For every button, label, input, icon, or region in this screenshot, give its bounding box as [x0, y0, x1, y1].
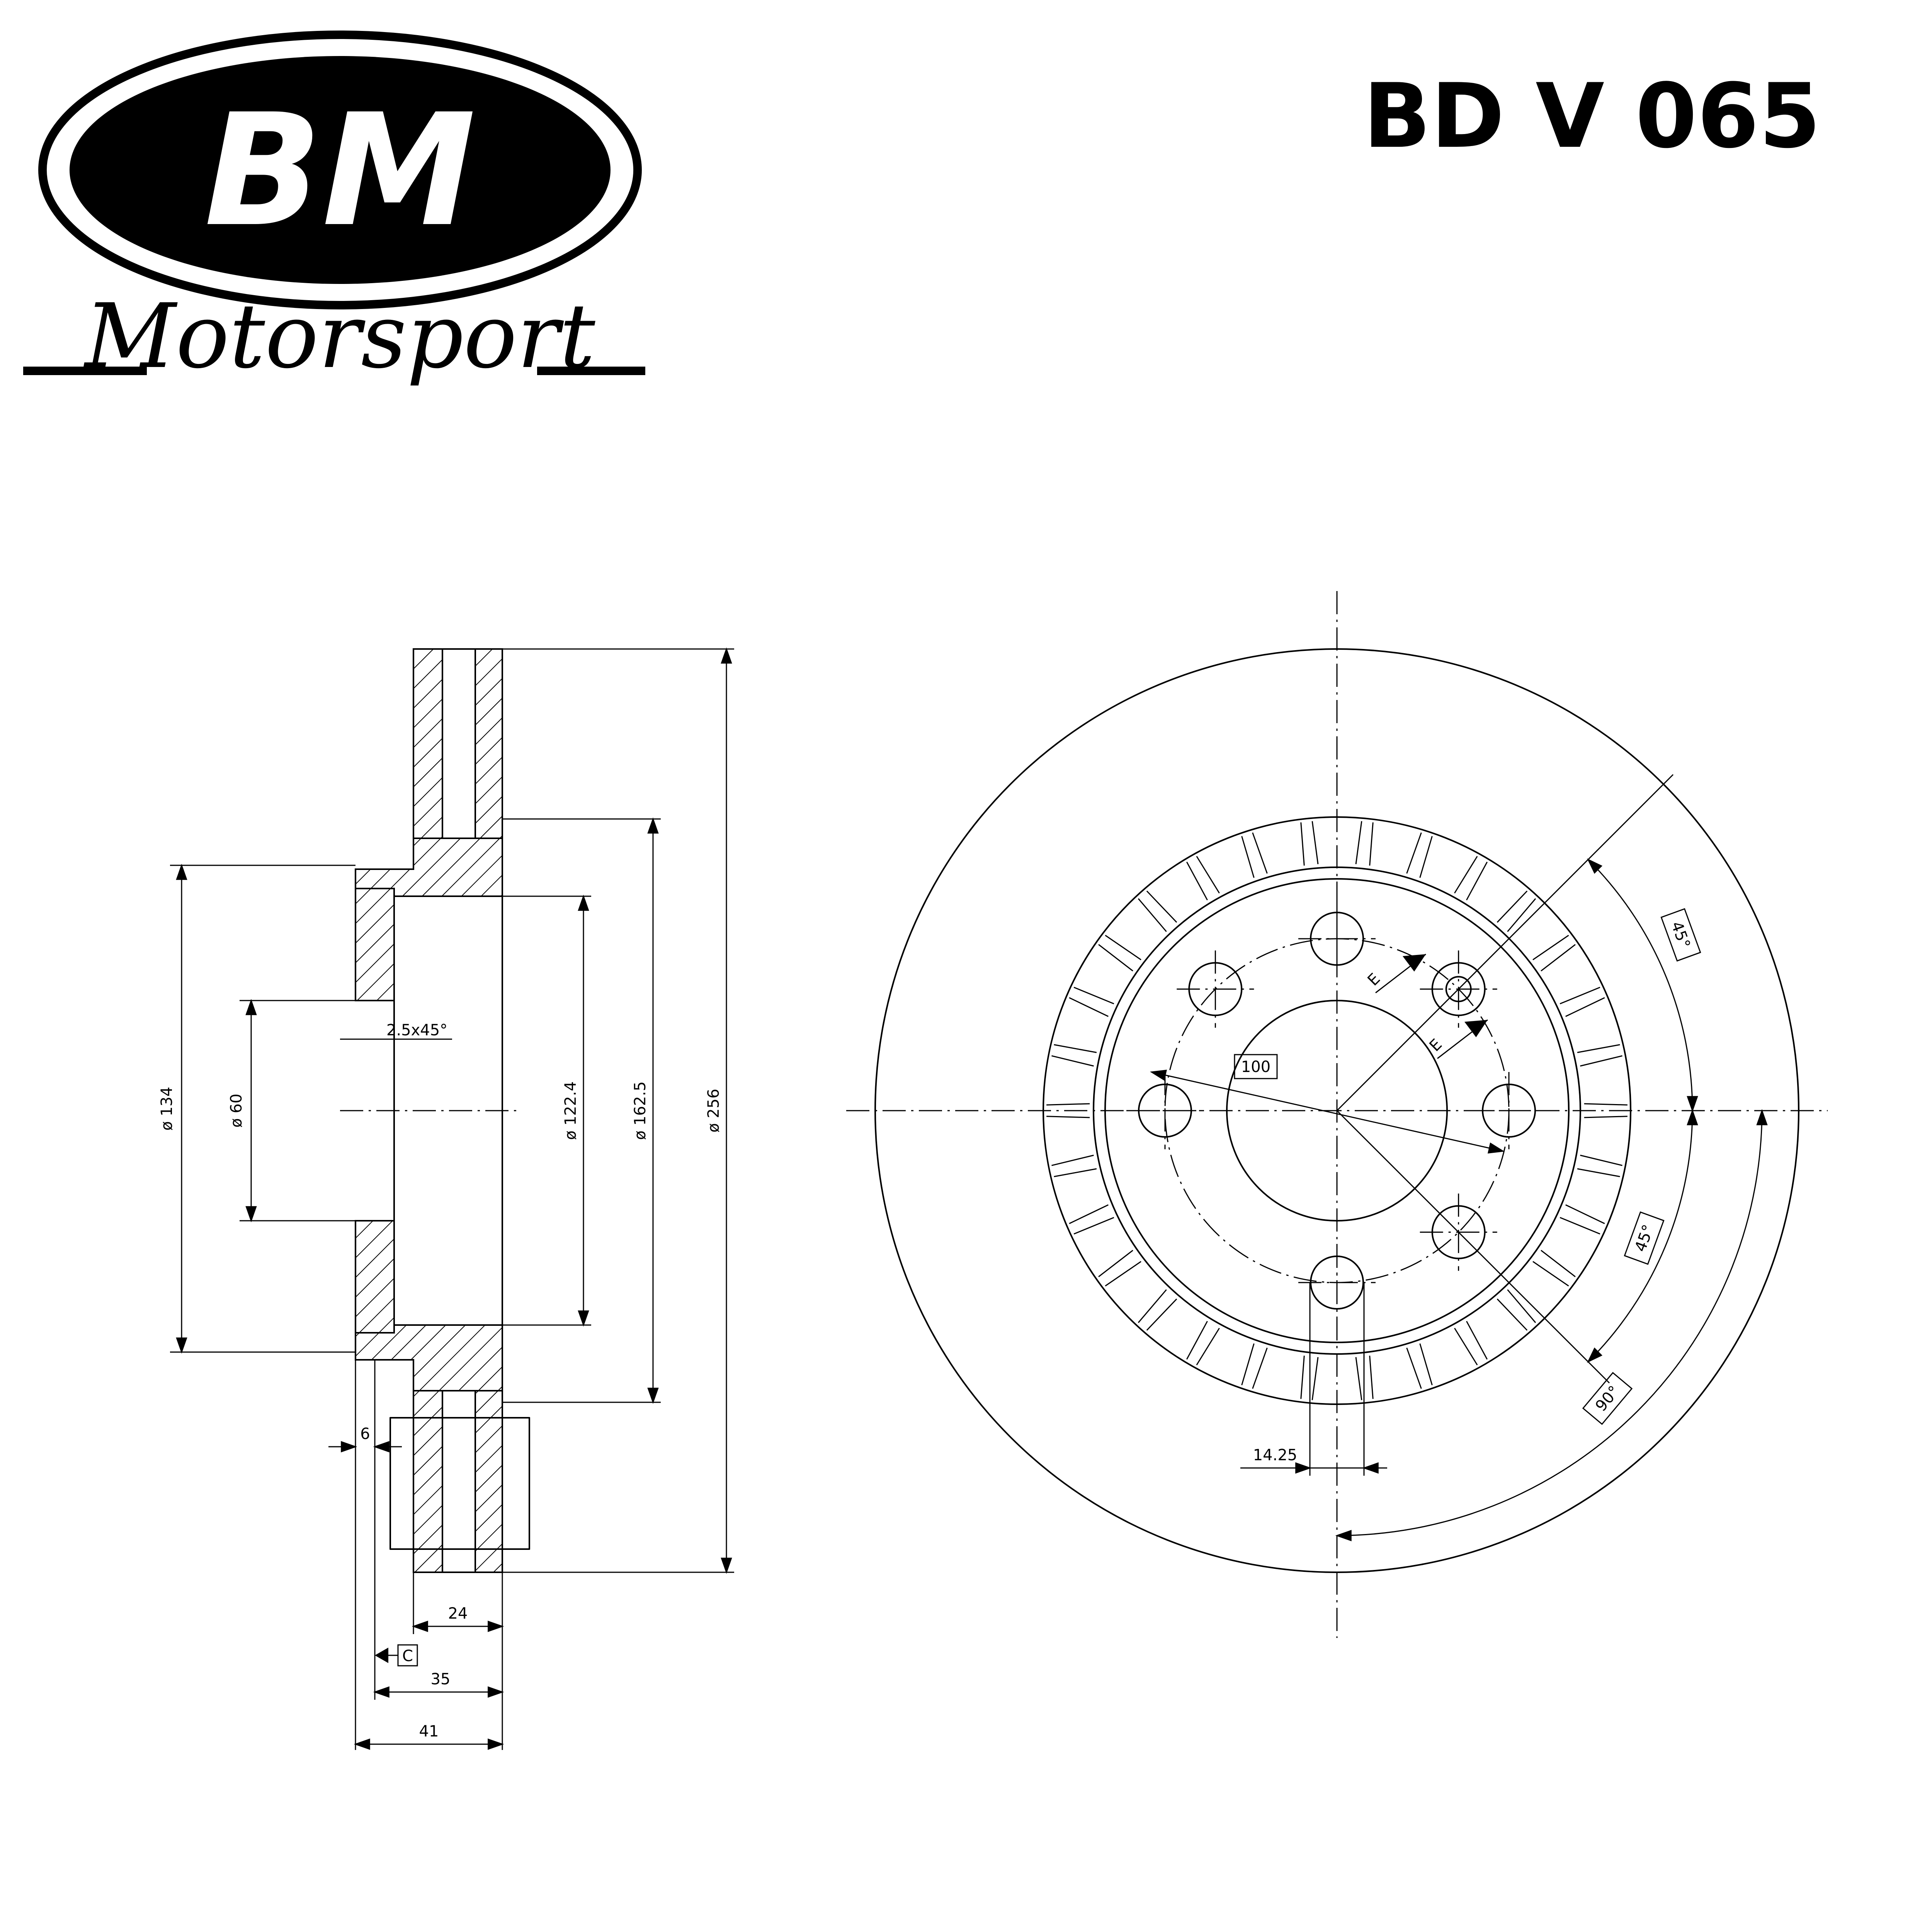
cooling-vane: [1454, 1321, 1488, 1366]
dim-6: 6: [328, 1425, 402, 1453]
dim-60: ø 60: [228, 999, 355, 1223]
dim-134: ø 134: [158, 863, 355, 1354]
cooling-vane: [1300, 1356, 1319, 1400]
hat-top: [355, 838, 503, 897]
dim-162-5: ø 162.5: [502, 817, 661, 1404]
dim-35: 35: [373, 1670, 504, 1698]
hub-wall-top: [355, 888, 395, 1001]
chamfer-note: 2.5x45°: [340, 1021, 452, 1040]
cooling-vane: [1560, 987, 1605, 1017]
svg-text:2.5x45°: 2.5x45°: [386, 1021, 447, 1039]
logo-brand-text: BM: [204, 81, 476, 261]
cooling-vane: [1355, 821, 1374, 866]
section-marker-e-2: E: [1426, 1019, 1488, 1059]
datum-c: C: [375, 1644, 418, 1667]
threaded-hole-inner: [1445, 976, 1472, 1002]
cooling-vane: [1300, 821, 1319, 866]
section-marker-e-1: E: [1364, 953, 1426, 994]
cooling-vane: [1241, 1343, 1268, 1389]
disc-outer-edge: [874, 648, 1799, 1573]
front-view: 45° 45° 90° 100 E E: [846, 591, 1828, 1638]
radial-line-45-top: [1336, 774, 1674, 1111]
cooling-vane: [1051, 1044, 1097, 1067]
cooling-vane: [1532, 1250, 1576, 1287]
cooling-vane: [1186, 1321, 1220, 1366]
inner-friction-ring-bottom: [474, 1390, 503, 1573]
side-section-view: ø 134 ø 60 ø 122.4 ø 162.5 ø 256: [158, 647, 734, 1750]
outer-friction-ring-top: [413, 648, 443, 839]
cooling-vane: [1051, 1155, 1097, 1177]
cooling-vane: [1406, 1343, 1433, 1389]
svg-text:35: 35: [431, 1670, 451, 1688]
cooling-vane: [1454, 856, 1488, 900]
svg-text:ø 122.4: ø 122.4: [562, 1081, 580, 1140]
pad-outline: [389, 1417, 530, 1550]
svg-text:14.25: 14.25: [1253, 1446, 1298, 1464]
logo-inner-ellipse: [70, 56, 611, 284]
svg-text:ø 256: ø 256: [705, 1089, 723, 1133]
svg-text:24: 24: [448, 1605, 468, 1622]
vane-gap-top: [442, 648, 476, 839]
svg-text:ø 60: ø 60: [228, 1094, 245, 1128]
inner-friction-ring-top: [474, 648, 503, 839]
arc-45-top: [1587, 858, 1698, 1113]
svg-text:E: E: [1426, 1036, 1446, 1055]
dim-41: 41: [354, 1723, 504, 1750]
cooling-vane: [1497, 1289, 1536, 1331]
hat-bottom: [355, 1324, 503, 1391]
cooling-vane: [1046, 1103, 1090, 1118]
angle-label-45-mid: 45°: [1624, 1211, 1665, 1265]
dim-24: 24: [412, 1605, 504, 1632]
svg-text:C: C: [402, 1647, 413, 1665]
cooling-vane: [1138, 890, 1177, 932]
cooling-vane: [1098, 934, 1141, 972]
cooling-vane: [1497, 890, 1536, 932]
cooling-vane: [1098, 1250, 1141, 1287]
hub-wall-bottom: [355, 1220, 395, 1334]
angle-label-45-top: 45°: [1660, 908, 1701, 962]
logo-subtitle-text: Motorsport: [83, 285, 596, 388]
dim-pcd: 100: [1150, 1054, 1505, 1154]
svg-text:ø 162.5: ø 162.5: [631, 1081, 649, 1140]
cooling-vane: [1560, 1204, 1605, 1235]
dim-122-4: ø 122.4: [502, 894, 591, 1327]
cooling-vane: [1186, 856, 1220, 900]
cooling-vane: [1069, 987, 1114, 1017]
cooling-vane: [1069, 1204, 1114, 1235]
cooling-vane: [1577, 1155, 1622, 1177]
svg-text:90°: 90°: [1592, 1383, 1623, 1415]
arc-90: [1335, 1109, 1768, 1541]
svg-text:41: 41: [419, 1723, 439, 1740]
cooling-vane: [1241, 832, 1268, 878]
part-number: BD V 065: [1363, 65, 1821, 168]
cooling-vane: [1138, 1289, 1177, 1331]
svg-text:100: 100: [1241, 1058, 1270, 1076]
svg-text:6: 6: [360, 1425, 370, 1443]
svg-text:ø 134: ø 134: [158, 1087, 176, 1131]
dim-256: ø 256: [502, 647, 734, 1574]
brand-logo: BM Motorsport: [23, 31, 645, 388]
svg-text:E: E: [1364, 970, 1384, 989]
dim-14-25: 14.25: [1240, 1283, 1387, 1476]
cooling-vane: [1577, 1044, 1622, 1067]
cooling-vane: [1532, 934, 1576, 972]
cooling-vane: [1406, 832, 1433, 878]
radial-line-45-bottom: [1336, 1110, 1610, 1384]
